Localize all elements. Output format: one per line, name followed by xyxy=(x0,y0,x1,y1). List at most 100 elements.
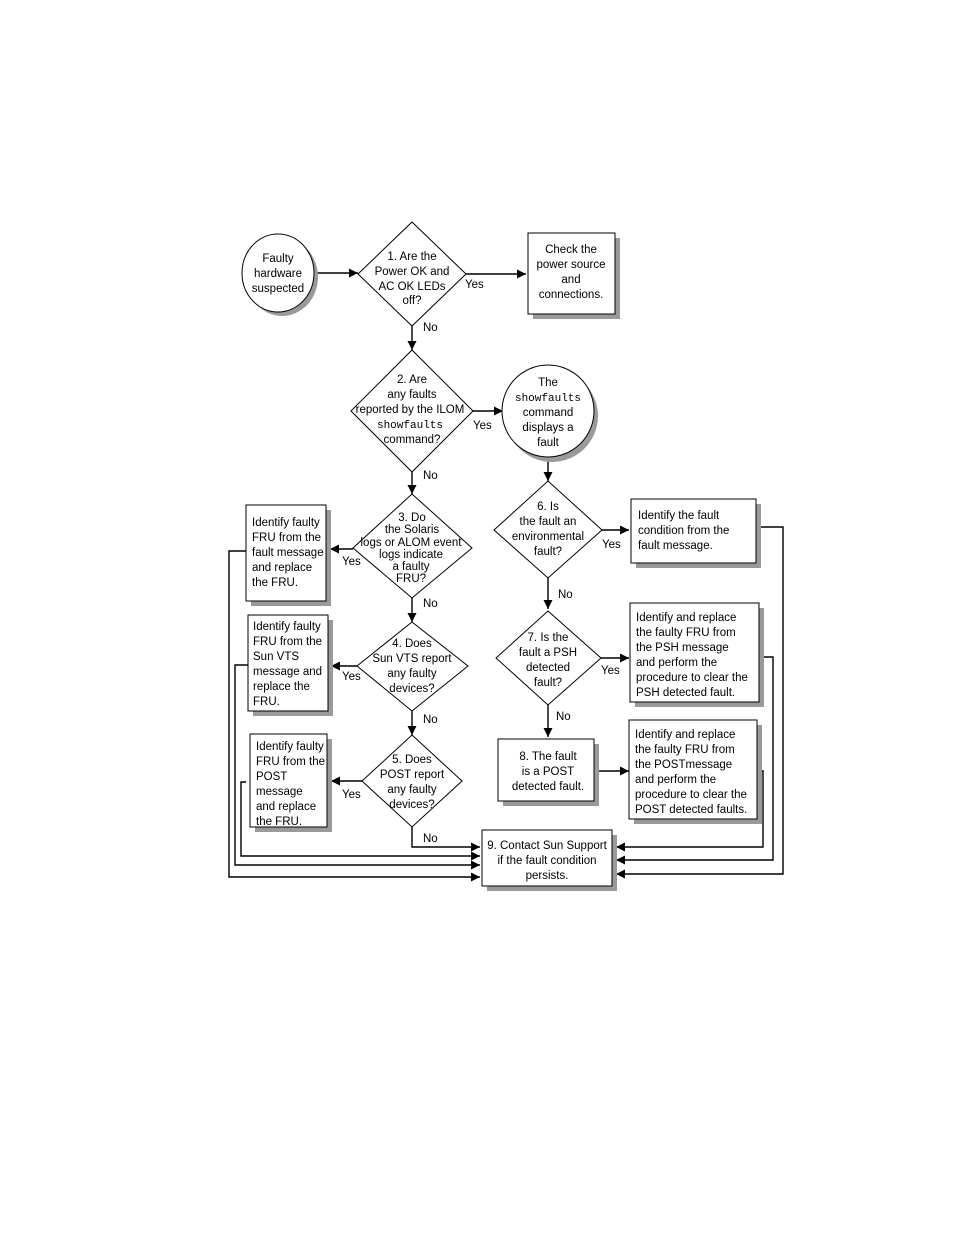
post-replace-line-3: the POSTmessage xyxy=(635,759,732,771)
q1-line-2: Power OK and xyxy=(375,266,450,278)
fru-post-line-3: POST xyxy=(256,771,287,783)
q6-line-3: environmental xyxy=(512,531,584,543)
fru-post-line-5: and replace xyxy=(256,801,316,813)
q7-line-3: detected xyxy=(526,662,570,674)
q2-line-2: any faults xyxy=(387,389,436,401)
fru-vts-line-1: Identify faulty xyxy=(253,621,321,633)
fru-post-line-2: FRU from the xyxy=(256,756,325,768)
q7-line-4: fault? xyxy=(534,677,562,689)
fru-vts-line-5: replace the xyxy=(253,681,310,693)
q3-line-3: logs or ALOM event xyxy=(361,537,463,549)
q3-line-4: logs indicate xyxy=(379,549,443,561)
label-q1-no: No xyxy=(423,322,438,334)
post-replace-line-5: procedure to clear the xyxy=(635,789,747,801)
q3-line-6: FRU? xyxy=(396,573,426,585)
label-q3-no: No xyxy=(423,598,438,610)
connectors xyxy=(228,268,784,882)
circle-line-4: displays a xyxy=(522,422,574,434)
arrow-psh-to-contact xyxy=(616,656,774,865)
arrow-fru-fault-msg-to-contact xyxy=(228,550,480,882)
circle-line-3: command xyxy=(523,407,574,419)
label-q3-yes: Yes xyxy=(342,556,361,568)
check-power-line-1: Check the xyxy=(545,244,597,256)
decision-q1: 1. Are the Power OK and AC OK LEDs off? xyxy=(357,221,467,327)
q5-line-2: POST report xyxy=(380,769,445,781)
arrow-q5-no xyxy=(411,827,480,852)
psh-line-1: Identify and replace xyxy=(636,612,736,624)
contact-line-1: 9. Contact Sun Support xyxy=(487,840,607,852)
q3-line-1: 3. Do xyxy=(398,512,426,524)
q6-line-4: fault? xyxy=(534,546,562,558)
env-line-3: fault message. xyxy=(638,540,713,552)
psh-line-4: and perform the xyxy=(636,657,717,669)
env-line-1: Identify the fault xyxy=(638,510,720,522)
q1-line-3: AC OK LEDs xyxy=(378,281,445,293)
q4-line-3: any faulty xyxy=(387,668,436,680)
q2-line-3: reported by the ILOM xyxy=(356,404,465,416)
fru-fault-line-5: the FRU. xyxy=(252,577,298,589)
post-fault-line-2: is a POST xyxy=(522,766,574,778)
label-q4-no: No xyxy=(423,714,438,726)
q5-line-3: any faulty xyxy=(387,784,436,796)
arrow-fru-vts-to-contact xyxy=(234,664,480,870)
psh-line-2: the faulty FRU from xyxy=(636,627,736,639)
start-line-1: Faulty xyxy=(262,253,294,265)
decision-q6: 6. Is the fault an environmental fault? xyxy=(493,480,603,579)
q6-line-2: the fault an xyxy=(520,516,577,528)
box-contact-support: 9. Contact Sun Support if the fault cond… xyxy=(481,829,617,891)
decision-q5: 5. Does POST report any faulty devices? xyxy=(361,734,463,828)
label-q6-yes: Yes xyxy=(602,539,621,551)
box-post-replace: Identify and replace the faulty FRU from… xyxy=(628,719,762,824)
fru-post-line-1: Identify faulty xyxy=(256,741,324,753)
fru-post-line-4: message xyxy=(256,786,303,798)
box-post-fault: 8. The fault is a POST detected fault. xyxy=(497,738,599,806)
box-fru-sun-vts: Identify faulty FRU from the Sun VTS mes… xyxy=(247,614,333,716)
label-q2-yes: Yes xyxy=(473,420,492,432)
circle-command: showfaults xyxy=(515,393,581,405)
check-power-line-3: and xyxy=(561,274,580,286)
decision-q4: 4. Does Sun VTS report any faulty device… xyxy=(356,621,469,712)
post-replace-line-1: Identify and replace xyxy=(635,729,735,741)
check-power-line-2: power source xyxy=(536,259,605,271)
label-q1-yes: Yes xyxy=(465,279,484,291)
post-replace-line-2: the faulty FRU from xyxy=(635,744,735,756)
q1-line-1: 1. Are the xyxy=(387,251,436,263)
label-q4-yes: Yes xyxy=(342,671,361,683)
arrow-env-to-contact xyxy=(616,526,784,879)
psh-line-6: PSH detected fault. xyxy=(636,687,735,699)
box-env-fault: Identify the fault condition from the fa… xyxy=(630,498,761,568)
q2-line-5: command? xyxy=(384,434,441,446)
q4-line-4: devices? xyxy=(389,683,434,695)
post-replace-line-6: POST detected faults. xyxy=(635,804,747,816)
box-fru-fault-message: Identify faulty FRU from the fault messa… xyxy=(245,504,331,606)
showfaults-circle: The showfaults command displays a fault xyxy=(501,364,598,462)
circle-line-5: fault xyxy=(537,437,560,449)
q2-line-1: 2. Are xyxy=(397,374,427,386)
start-line-3: suspected xyxy=(252,283,304,295)
post-replace-line-4: and perform the xyxy=(635,774,716,786)
box-psh-fault: Identify and replace the faulty FRU from… xyxy=(629,602,764,707)
q3-line-5: a faulty xyxy=(392,561,429,573)
psh-line-5: procedure to clear the xyxy=(636,672,748,684)
fru-fault-line-3: fault message xyxy=(252,547,324,559)
label-q5-no: No xyxy=(423,833,438,845)
fru-fault-line-1: Identify faulty xyxy=(252,517,320,529)
contact-line-2: if the fault condition xyxy=(497,855,596,867)
fru-fault-line-4: and replace xyxy=(252,562,312,574)
post-fault-line-3: detected fault. xyxy=(512,781,584,793)
fru-vts-line-6: FRU. xyxy=(253,696,280,708)
post-fault-line-1: 8. The fault xyxy=(519,751,577,763)
q6-line-1: 6. Is xyxy=(537,501,559,513)
label-q5-yes: Yes xyxy=(342,789,361,801)
fru-vts-line-4: message and xyxy=(253,666,322,678)
fru-post-line-6: the FRU. xyxy=(256,816,302,828)
arrow-fru-post-to-contact xyxy=(240,781,480,861)
q5-line-4: devices? xyxy=(389,799,434,811)
fru-vts-line-3: Sun VTS xyxy=(253,651,299,663)
fru-fault-line-2: FRU from the xyxy=(252,532,321,544)
label-q6-no: No xyxy=(558,589,573,601)
label-q2-no: No xyxy=(423,470,438,482)
box-check-power: Check the power source and connections. xyxy=(527,232,620,319)
q7-line-1: 7. Is the xyxy=(528,632,569,644)
q5-line-1: 5. Does xyxy=(392,754,432,766)
